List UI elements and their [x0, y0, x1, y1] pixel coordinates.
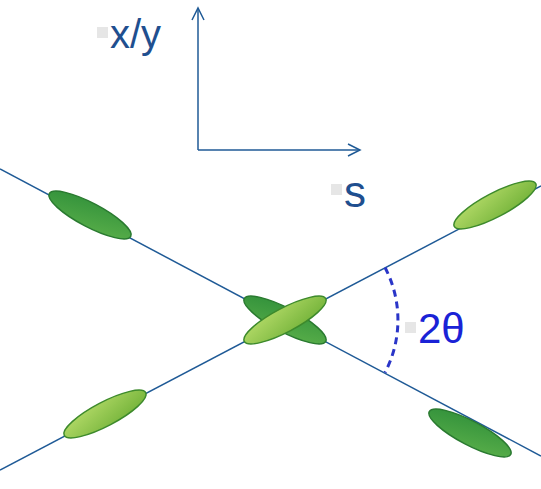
bunch — [424, 401, 517, 465]
bunch — [449, 173, 541, 237]
angle-arc — [385, 268, 398, 373]
angle-label: 2θ — [418, 308, 465, 350]
grey-mark — [331, 184, 342, 195]
horizontal-axis — [198, 149, 360, 151]
bunch — [239, 288, 332, 352]
grey-mark — [405, 322, 416, 333]
grey-mark — [97, 27, 108, 38]
axis-arrowhead — [192, 8, 204, 20]
light-bunches — [59, 173, 541, 446]
axis-label: x/y — [110, 14, 161, 54]
bunch — [239, 288, 332, 352]
dark-bunches — [44, 183, 517, 465]
bunch — [44, 183, 137, 247]
bunch — [59, 382, 152, 446]
axis-arrowhead — [348, 144, 360, 156]
axes — [192, 8, 360, 156]
axis-label: s — [344, 170, 366, 214]
vertical-axis — [197, 9, 199, 150]
beam-line — [0, 169, 541, 456]
